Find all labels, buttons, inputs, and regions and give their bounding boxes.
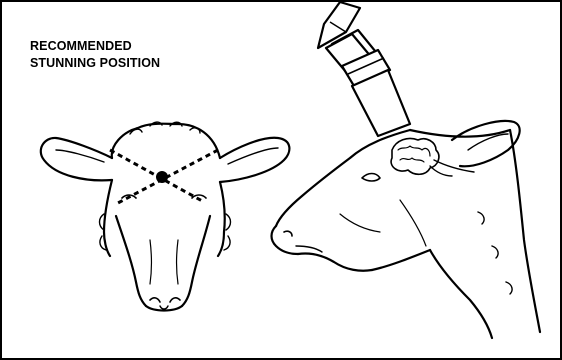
left-ear	[41, 138, 112, 180]
sheep-head-front-view	[41, 122, 290, 310]
side-ear	[452, 121, 520, 166]
brain-illustration	[391, 138, 439, 174]
captive-bolt-gun	[318, 2, 410, 136]
right-ear	[220, 138, 289, 182]
stun-point-marker	[156, 171, 168, 183]
sheep-head-side-view	[272, 121, 541, 338]
